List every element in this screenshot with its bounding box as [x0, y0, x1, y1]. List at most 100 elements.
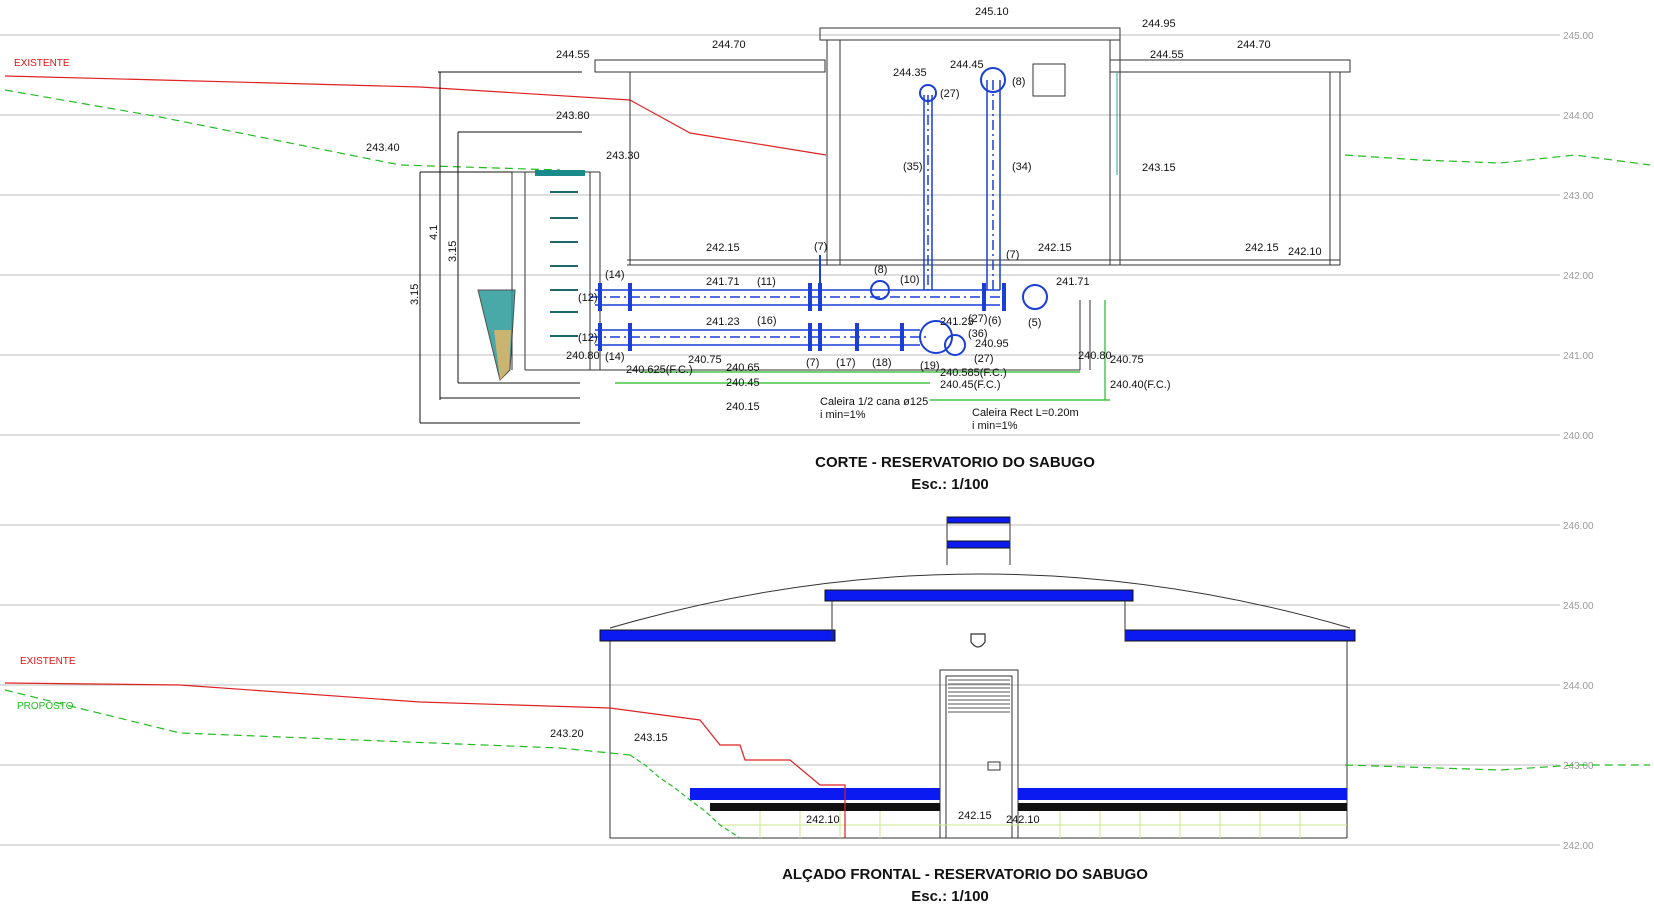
- access-ladder: [550, 191, 578, 337]
- level-label: 244.00: [1563, 111, 1594, 122]
- elevation-mark: 240.65: [726, 362, 760, 374]
- elevation-mark: 242.15: [706, 242, 740, 254]
- callout: (27): [940, 88, 960, 100]
- dimension-label: 3.15: [447, 241, 459, 262]
- level-label: 246.00: [1563, 521, 1594, 532]
- elevation-mark: 244.95: [1142, 18, 1176, 30]
- callout: (18): [872, 357, 892, 369]
- callout: (27): [968, 313, 988, 325]
- vent-slab: [946, 516, 1011, 524]
- roof-slab: [1124, 629, 1356, 642]
- paving-grid: [720, 811, 1347, 838]
- flanges: [598, 283, 1006, 351]
- proposed-terrain-line: [4, 89, 561, 171]
- callout: (11): [757, 276, 776, 288]
- pipework: [590, 80, 1010, 346]
- callout: (5): [1028, 317, 1041, 329]
- callout: (12): [578, 332, 598, 344]
- elevation-mark: 243.80: [556, 110, 590, 122]
- callout: (6): [988, 315, 1001, 327]
- elevation-mark: 240.45: [726, 377, 760, 389]
- elevation-mark: 240.45(F.C.): [940, 379, 1001, 391]
- elevation-level-lines: [0, 524, 1560, 846]
- level-label: 243.00: [1563, 191, 1594, 202]
- elevation-view: 246.00 245.00 244.00 243.00 242.00: [0, 516, 1650, 905]
- callout: (19): [920, 360, 940, 372]
- callout: (7): [814, 241, 827, 253]
- callout: (7): [1006, 249, 1019, 261]
- elevation-scale: Esc.: 1/100: [911, 888, 989, 905]
- callout: (12): [578, 292, 598, 304]
- existing-terrain-line: [4, 682, 846, 838]
- dimension-label: 3.15: [409, 284, 421, 305]
- vent-slab: [946, 540, 1011, 549]
- section-level-lines: [0, 34, 1560, 436]
- elevation-mark: 240.15: [726, 401, 760, 413]
- ground-slab-black: [710, 803, 940, 811]
- elevation-mark: 244.45: [950, 59, 984, 71]
- gutter-note: i min=1%: [820, 409, 866, 421]
- level-label: 245.00: [1563, 601, 1594, 612]
- proposed-terrain-line-right: [1344, 764, 1650, 771]
- elevation-mark: 243.30: [606, 150, 640, 162]
- existing-terrain-line: [4, 75, 827, 156]
- elevation-mark: 242.10: [1006, 814, 1040, 826]
- elevation-mark: 242.15: [1038, 242, 1072, 254]
- level-label: 242.00: [1563, 841, 1594, 852]
- elevation-mark: 240.585(F.C.): [940, 367, 1007, 379]
- legend-proposed: PROPOSTO: [17, 701, 74, 712]
- elevation-mark: 241.71: [1056, 276, 1090, 288]
- roof-slab: [824, 589, 1134, 602]
- level-label: 245.00: [1563, 31, 1594, 42]
- level-label: 244.00: [1563, 681, 1594, 692]
- level-label: 241.00: [1563, 351, 1594, 362]
- gutter-note: Caleira Rect L=0.20m: [972, 407, 1079, 419]
- callout: (36): [968, 328, 988, 340]
- level-label: 243.00: [1563, 761, 1594, 772]
- gutter-note: i min=1%: [972, 420, 1018, 432]
- elevation-walls: [609, 517, 1348, 839]
- level-label: 242.00: [1563, 271, 1594, 282]
- callout: (8): [874, 264, 887, 276]
- elevation-mark: 240.625(F.C.): [626, 364, 693, 376]
- floor-gutter-lines: [615, 300, 1110, 401]
- elevation-elevation-marks: 243.20 243.15 242.10 242.15 242.10: [550, 728, 1040, 826]
- section-title: CORTE - RESERVATORIO DO SABUGO: [815, 454, 1095, 471]
- elevation-mark: 242.10: [806, 814, 840, 826]
- elevation-mark: 240.40(F.C.): [1110, 379, 1171, 391]
- elevation-mark: 240.75: [688, 354, 722, 366]
- callout: (35): [903, 161, 923, 173]
- legend-existing: EXISTENTE: [14, 58, 70, 69]
- level-label: 240.00: [1563, 431, 1594, 442]
- legend-existing: EXISTENTE: [20, 656, 76, 667]
- reservoir-dome: [609, 573, 1351, 629]
- section-elevation-marks: 245.10 244.95 244.55 244.70 244.55 244.7…: [366, 6, 1322, 413]
- proposed-terrain-line: [4, 689, 631, 756]
- ground-slab: [1018, 788, 1347, 800]
- elevation-mark: 240.80: [566, 350, 600, 362]
- dimension-lines: [419, 71, 582, 424]
- elevation-mark: 240.75: [1110, 354, 1144, 366]
- proposed-terrain-line-right: [1344, 154, 1651, 166]
- roof-slab: [599, 629, 836, 642]
- component-callouts: (14) (14) (12) (12) (11) (16) (7) (7) (7…: [578, 76, 1041, 372]
- elevation-mark: 244.35: [893, 67, 927, 79]
- elevation-mark: 243.15: [1142, 162, 1176, 174]
- section-scale: Esc.: 1/100: [911, 476, 989, 493]
- filter-sediment: [494, 330, 511, 380]
- callout: (10): [900, 274, 920, 286]
- elevation-mark: 245.10: [975, 6, 1009, 18]
- callout: (34): [1012, 161, 1032, 173]
- elevation-mark: 240.80: [1078, 350, 1112, 362]
- building-section: [511, 27, 1351, 371]
- ground-slab: [690, 788, 940, 800]
- door-louvres: [948, 679, 1010, 713]
- callout: (14): [605, 351, 625, 363]
- vent-symbol-icon: [970, 633, 986, 648]
- elevation-mark: 241.23: [706, 316, 740, 328]
- elevation-title: ALÇADO FRONTAL - RESERVATORIO DO SABUGO: [782, 866, 1148, 883]
- elevation-mark: 244.70: [1237, 39, 1271, 51]
- callout: (16): [757, 315, 777, 327]
- elevation-mark: 244.70: [712, 39, 746, 51]
